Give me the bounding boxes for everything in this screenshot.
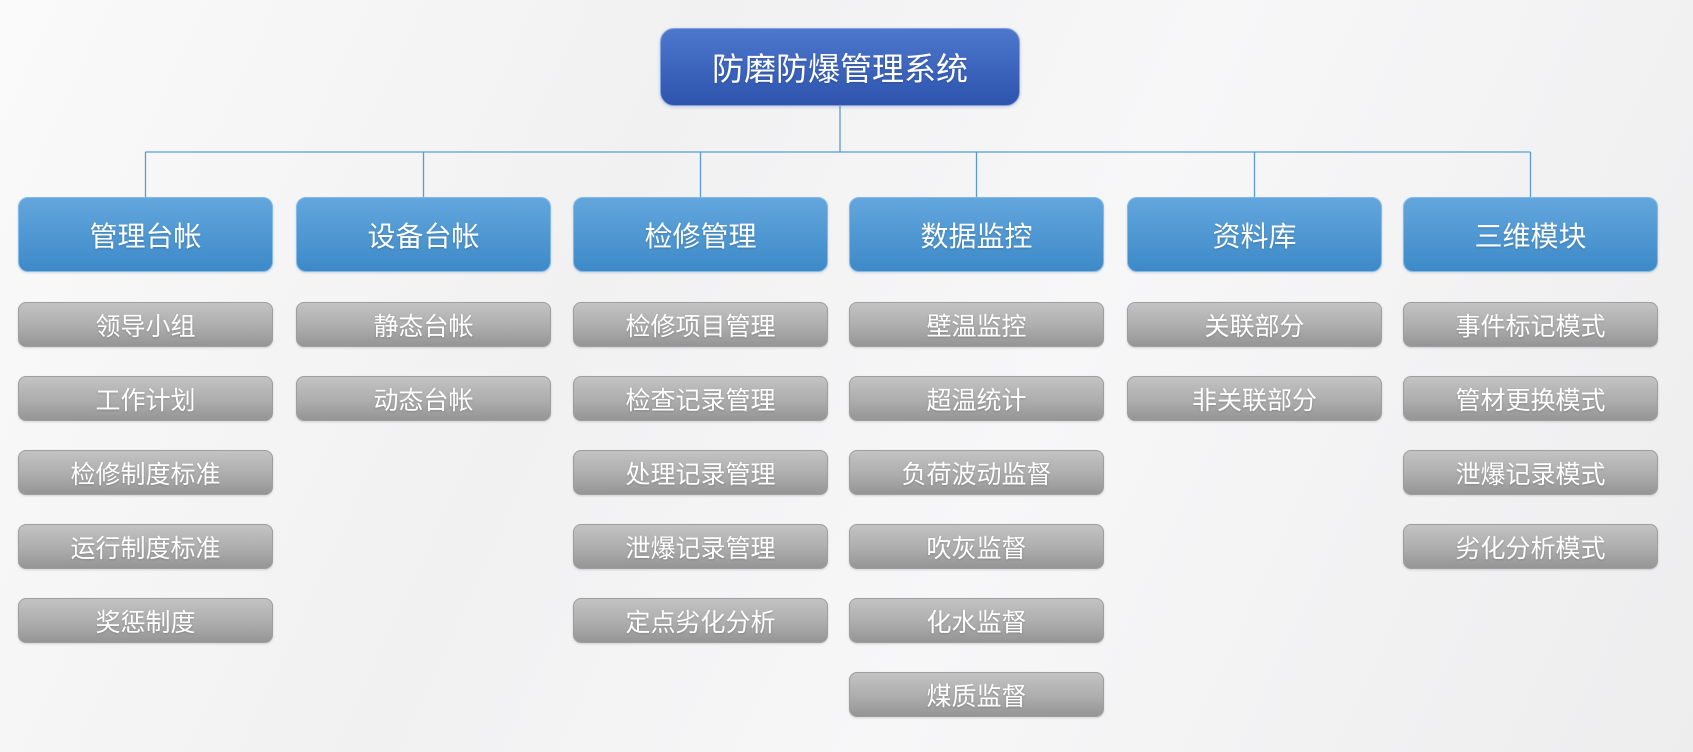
leaf-node: 非关联部分: [1127, 376, 1382, 421]
leaf-node: 负荷波动监督: [849, 450, 1104, 495]
leaf-node: 劣化分析模式: [1403, 524, 1658, 569]
root-node: 防磨防爆管理系统: [660, 28, 1020, 106]
leaf-node: 事件标记模式: [1403, 302, 1658, 347]
category-node: 数据监控: [849, 197, 1104, 272]
leaf-node: 定点劣化分析: [573, 598, 828, 643]
leaf-node: 泄爆记录模式: [1403, 450, 1658, 495]
leaf-node: 化水监督: [849, 598, 1104, 643]
leaf-node: 吹灰监督: [849, 524, 1104, 569]
category-node: 检修管理: [573, 197, 828, 272]
leaf-node: 运行制度标准: [18, 524, 273, 569]
category-node: 管理台帐: [18, 197, 273, 272]
leaf-node: 工作计划: [18, 376, 273, 421]
leaf-node: 静态台帐: [296, 302, 551, 347]
leaf-node: 泄爆记录管理: [573, 524, 828, 569]
leaf-node: 检修项目管理: [573, 302, 828, 347]
leaf-node: 动态台帐: [296, 376, 551, 421]
category-node: 三维模块: [1403, 197, 1658, 272]
leaf-node: 处理记录管理: [573, 450, 828, 495]
leaf-node: 检查记录管理: [573, 376, 828, 421]
leaf-node: 关联部分: [1127, 302, 1382, 347]
leaf-node: 管材更换模式: [1403, 376, 1658, 421]
leaf-node: 奖惩制度: [18, 598, 273, 643]
category-node: 资料库: [1127, 197, 1382, 272]
category-node: 设备台帐: [296, 197, 551, 272]
leaf-node: 煤质监督: [849, 672, 1104, 717]
leaf-node: 检修制度标准: [18, 450, 273, 495]
leaf-node: 壁温监控: [849, 302, 1104, 347]
leaf-node: 超温统计: [849, 376, 1104, 421]
leaf-node: 领导小组: [18, 302, 273, 347]
